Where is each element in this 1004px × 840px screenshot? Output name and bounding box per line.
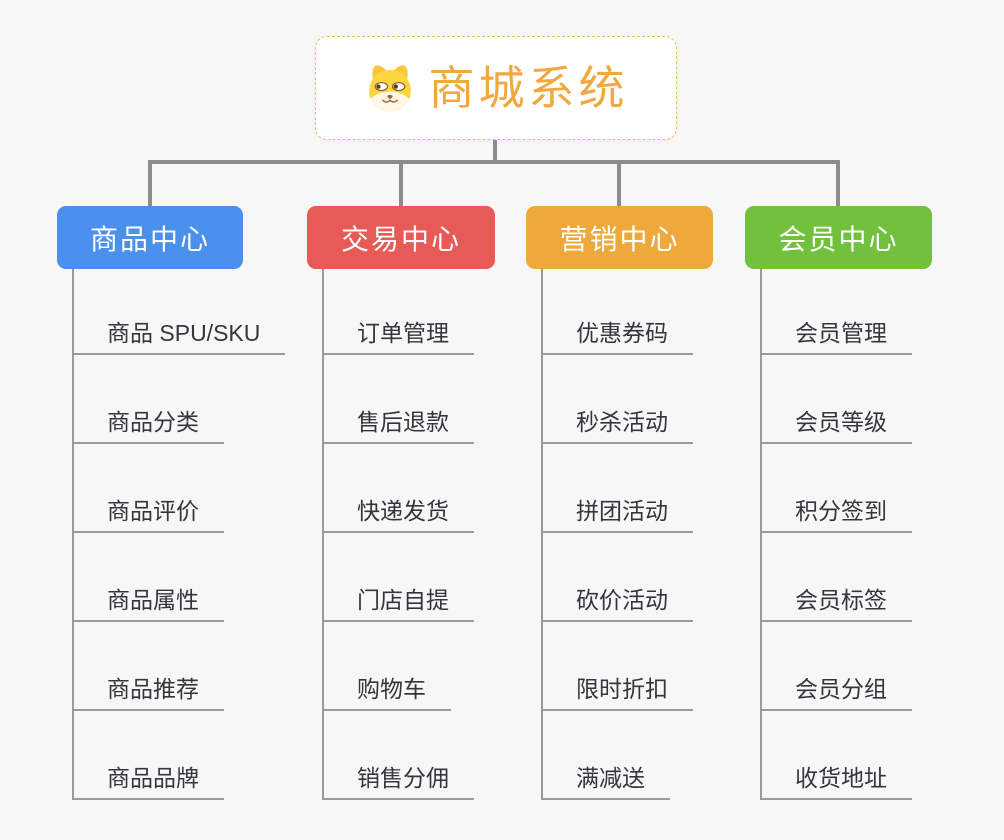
- child-topic[interactable]: 销售分佣: [322, 765, 474, 800]
- branch-product-center[interactable]: 商品中心: [57, 206, 243, 269]
- branch-label: 商品中心: [89, 223, 210, 255]
- child-topic[interactable]: 商品品牌: [72, 765, 224, 800]
- child-topic[interactable]: 秒杀活动: [541, 409, 693, 444]
- connector-bus: [148, 160, 840, 164]
- child-topic[interactable]: 售后退款: [322, 409, 474, 444]
- trade-children: 订单管理 售后退款 快递发货 门店自提 购物车 销售分佣: [322, 269, 554, 800]
- child-topic[interactable]: 积分签到: [760, 498, 912, 533]
- branch-member-center[interactable]: 会员中心: [745, 206, 932, 269]
- child-topic[interactable]: 订单管理: [322, 320, 474, 355]
- branch-label: 交易中心: [340, 223, 461, 255]
- dog-face-icon: [364, 62, 416, 114]
- child-topic[interactable]: 快递发货: [322, 498, 474, 533]
- child-topic[interactable]: 收货地址: [760, 765, 912, 800]
- child-topic[interactable]: 限时折扣: [541, 676, 693, 711]
- product-children: 商品 SPU/SKU 商品分类 商品评价 商品属性 商品推荐 商品品牌: [72, 269, 304, 800]
- child-topic[interactable]: 拼团活动: [541, 498, 693, 533]
- connector-drop-product: [148, 160, 152, 206]
- child-topic[interactable]: 商品分类: [72, 409, 224, 444]
- child-topic[interactable]: 会员标签: [760, 587, 912, 622]
- child-topic[interactable]: 商品属性: [72, 587, 224, 622]
- member-children: 会员管理 会员等级 积分签到 会员标签 会员分组 收货地址: [760, 269, 992, 800]
- child-topic[interactable]: 商品 SPU/SKU: [72, 320, 286, 355]
- child-topic[interactable]: 门店自提: [322, 587, 474, 622]
- branch-trade-center[interactable]: 交易中心: [307, 206, 495, 269]
- connector-drop-marketing: [617, 160, 621, 206]
- child-topic[interactable]: 会员等级: [760, 409, 912, 444]
- marketing-children: 优惠券码 秒杀活动 拼团活动 砍价活动 限时折扣 满减送: [541, 269, 773, 800]
- child-topic[interactable]: 商品评价: [72, 498, 224, 533]
- connector-drop-member: [836, 160, 840, 206]
- root-topic[interactable]: 商城系统: [315, 36, 677, 140]
- child-topic[interactable]: 商品推荐: [72, 676, 224, 711]
- child-topic[interactable]: 砍价活动: [541, 587, 693, 622]
- child-topic[interactable]: 满减送: [541, 765, 670, 800]
- branch-label: 营销中心: [559, 223, 680, 255]
- child-topic[interactable]: 购物车: [322, 676, 451, 711]
- root-topic-title: 商城系统: [428, 62, 629, 114]
- connector-root-stem: [493, 140, 497, 164]
- connector-drop-trade: [399, 160, 403, 206]
- branch-label: 会员中心: [778, 223, 899, 255]
- child-topic[interactable]: 会员管理: [760, 320, 912, 355]
- child-topic[interactable]: 优惠券码: [541, 320, 693, 355]
- child-topic[interactable]: 会员分组: [760, 676, 912, 711]
- branch-marketing-center[interactable]: 营销中心: [526, 206, 713, 269]
